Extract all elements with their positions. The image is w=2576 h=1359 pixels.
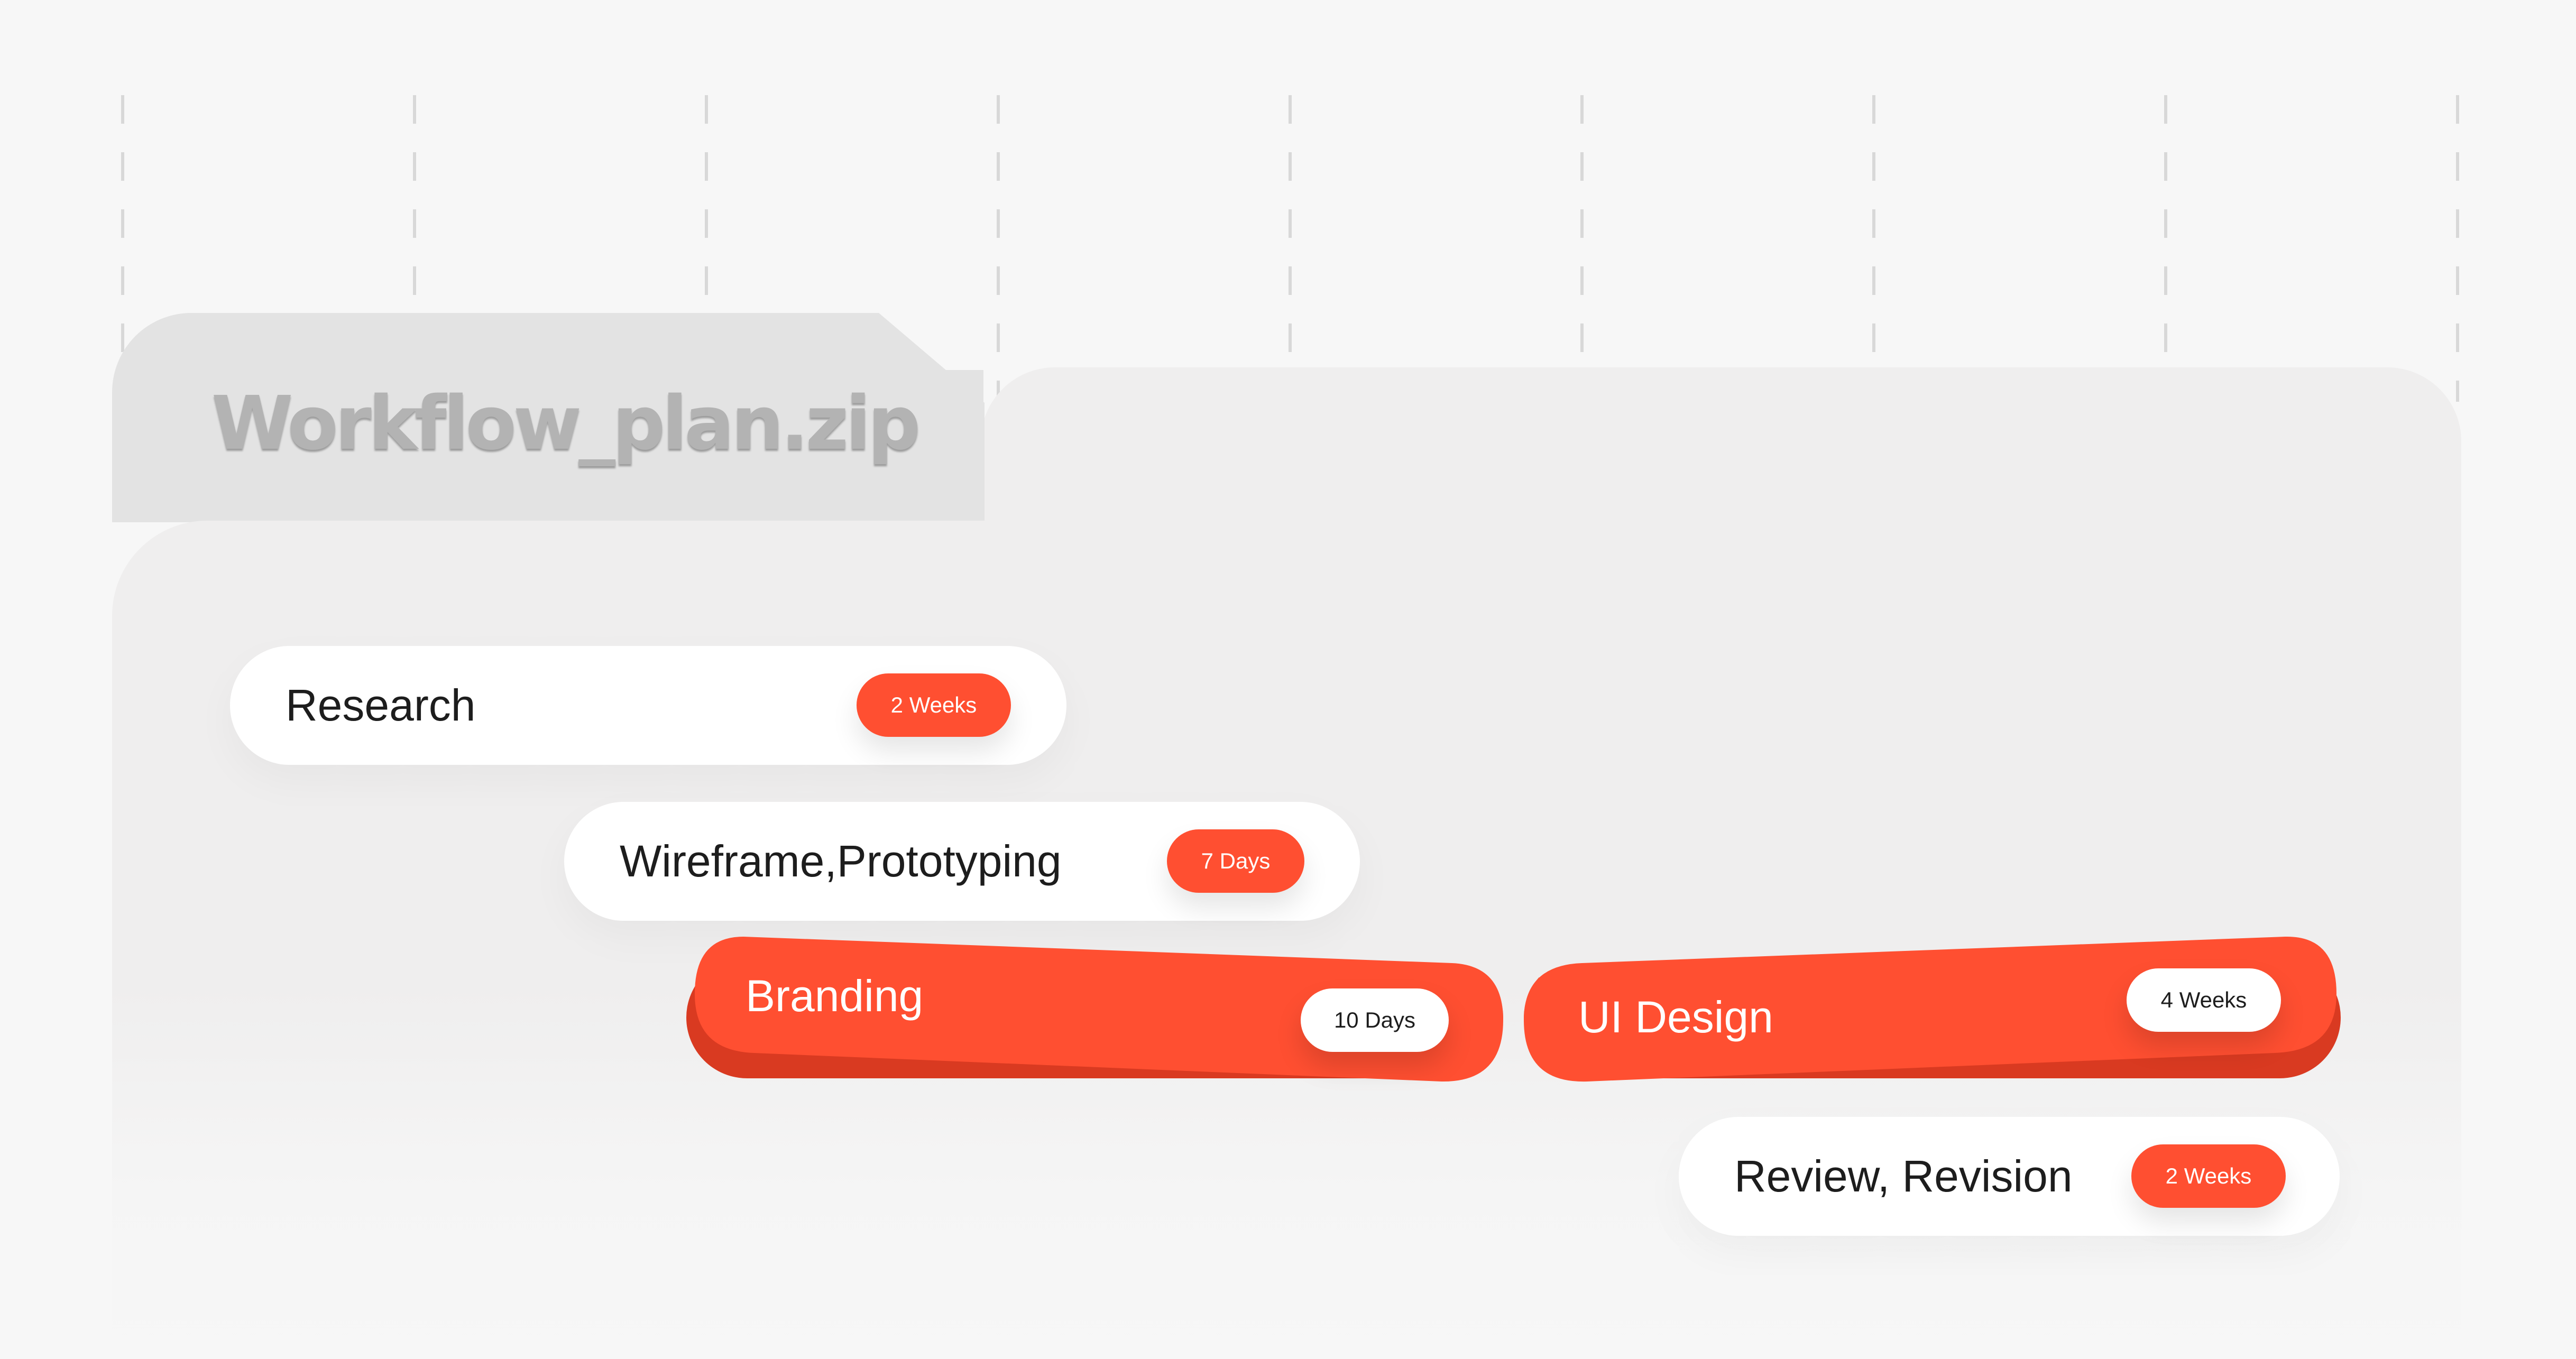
- folder-title: Workflow_plan.zip: [211, 381, 921, 467]
- grid-line: [1289, 95, 1292, 402]
- grid-line: [705, 95, 708, 402]
- grid-line: [121, 95, 124, 402]
- task-branding[interactable]: Branding 10 Days: [686, 936, 1503, 1084]
- grid-line: [413, 95, 416, 402]
- task-label: UI Design: [1578, 992, 1773, 1042]
- grid-line: [997, 95, 1000, 402]
- task-label: Research: [286, 680, 476, 730]
- task-ui-design[interactable]: UI Design 4 Weeks: [1524, 936, 2341, 1084]
- task-label: Review, Revision: [1734, 1151, 2073, 1201]
- task-wireframe-prototyping[interactable]: Wireframe,Prototyping 7 Days: [564, 802, 1360, 921]
- task-label: Branding: [746, 971, 924, 1021]
- grid-line: [1872, 95, 1875, 402]
- duration-badge: 2 Weeks: [2131, 1144, 2286, 1208]
- grid-line: [2456, 95, 2459, 402]
- grid-line: [2164, 95, 2167, 402]
- folder-tab: [112, 313, 985, 522]
- task-label: Wireframe,Prototyping: [620, 836, 1062, 886]
- grid-line: [1580, 95, 1584, 402]
- duration-badge: 4 Weeks: [2127, 968, 2281, 1032]
- duration-badge: 10 Days: [1301, 988, 1449, 1052]
- task-review-revision[interactable]: Review, Revision 2 Weeks: [1679, 1117, 2340, 1236]
- duration-badge: 7 Days: [1167, 829, 1304, 893]
- task-research[interactable]: Research 2 Weeks: [230, 646, 1066, 765]
- duration-badge: 2 Weeks: [857, 673, 1011, 737]
